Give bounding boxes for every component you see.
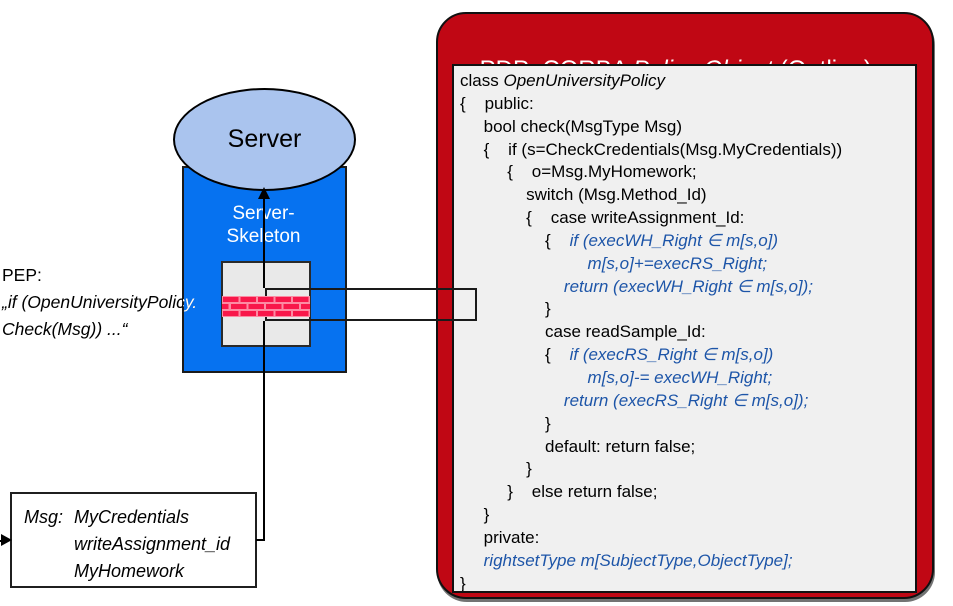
msg-item-credentials: MyCredentials <box>74 507 190 527</box>
code-line: } <box>460 505 490 525</box>
code-line: } <box>460 573 466 593</box>
msg-prefix: Msg: <box>24 507 64 527</box>
code-line: { if (execWH_Right ∈ m[s,o]) <box>460 230 779 250</box>
code-line: { case writeAssignment_Id: <box>460 208 745 228</box>
arrow-up-icon <box>258 187 270 199</box>
code-line: bool check(MsgType Msg) <box>460 116 683 136</box>
code-line: case readSample_Id: <box>460 322 706 342</box>
code-line: } <box>460 299 551 319</box>
msg-flow-line-stub <box>256 539 265 541</box>
code-line: { public: <box>460 93 534 113</box>
code-line: } <box>460 413 551 433</box>
msg-item-write-assignment: writeAssignment_id <box>74 534 231 554</box>
code-line: default: return false; <box>460 436 696 456</box>
code-line: } else return false; <box>460 482 658 502</box>
server-label: Server <box>227 125 302 153</box>
code-line: m[s,o]+=execRS_Right; <box>587 253 768 273</box>
msg-item-homework: MyHomework <box>74 561 185 581</box>
msg-flow-line-upper <box>263 198 265 288</box>
code-line: { o=Msg.MyHomework; <box>460 162 697 182</box>
pep-line1: PEP: <box>2 265 42 285</box>
code-line: return (execRS_Right ∈ m[s,o]); <box>563 390 809 410</box>
msg-items: MyCredentials writeAssignment_id MyHomew… <box>74 504 230 586</box>
arrow-right-icon <box>1 534 12 546</box>
code-line: class OpenUniversityPolicy <box>460 71 666 90</box>
code-block: class OpenUniversityPolicy { public: bool… <box>452 64 917 593</box>
code-line: switch (Msg.Method_Id) <box>460 185 707 205</box>
pep-annotation-overlay: PEP: „if (OpenUniversityPolicy. Check(Ms… <box>2 265 198 339</box>
msg-box: Msg: MyCredentials writeAssignment_id My… <box>10 492 257 588</box>
code-line: m[s,o]-= execWH_Right; <box>587 367 773 387</box>
code-line: return (execWH_Right ∈ m[s,o]); <box>563 276 814 296</box>
brick-wall-icon <box>222 296 310 317</box>
server-ellipse: Server <box>173 88 356 191</box>
code-line: private: <box>460 527 540 547</box>
code-line: { if (execRS_Right ∈ m[s,o]) <box>460 345 774 365</box>
pep-line2: „if (OpenUniversityPolicy. <box>2 292 198 312</box>
pep-line3: Check(Msg)) ...“ <box>2 319 128 339</box>
msg-flow-line-lower <box>263 321 265 541</box>
code-line: rightsetType m[SubjectType,ObjectType]; <box>483 550 793 570</box>
code-line: } <box>460 459 532 479</box>
pep-annotation: PEP: „if (OpenUniversityPolicy. Check(Ms… <box>2 262 262 343</box>
code-line: { if (s=CheckCredentials(Msg.MyCredentia… <box>460 139 843 159</box>
